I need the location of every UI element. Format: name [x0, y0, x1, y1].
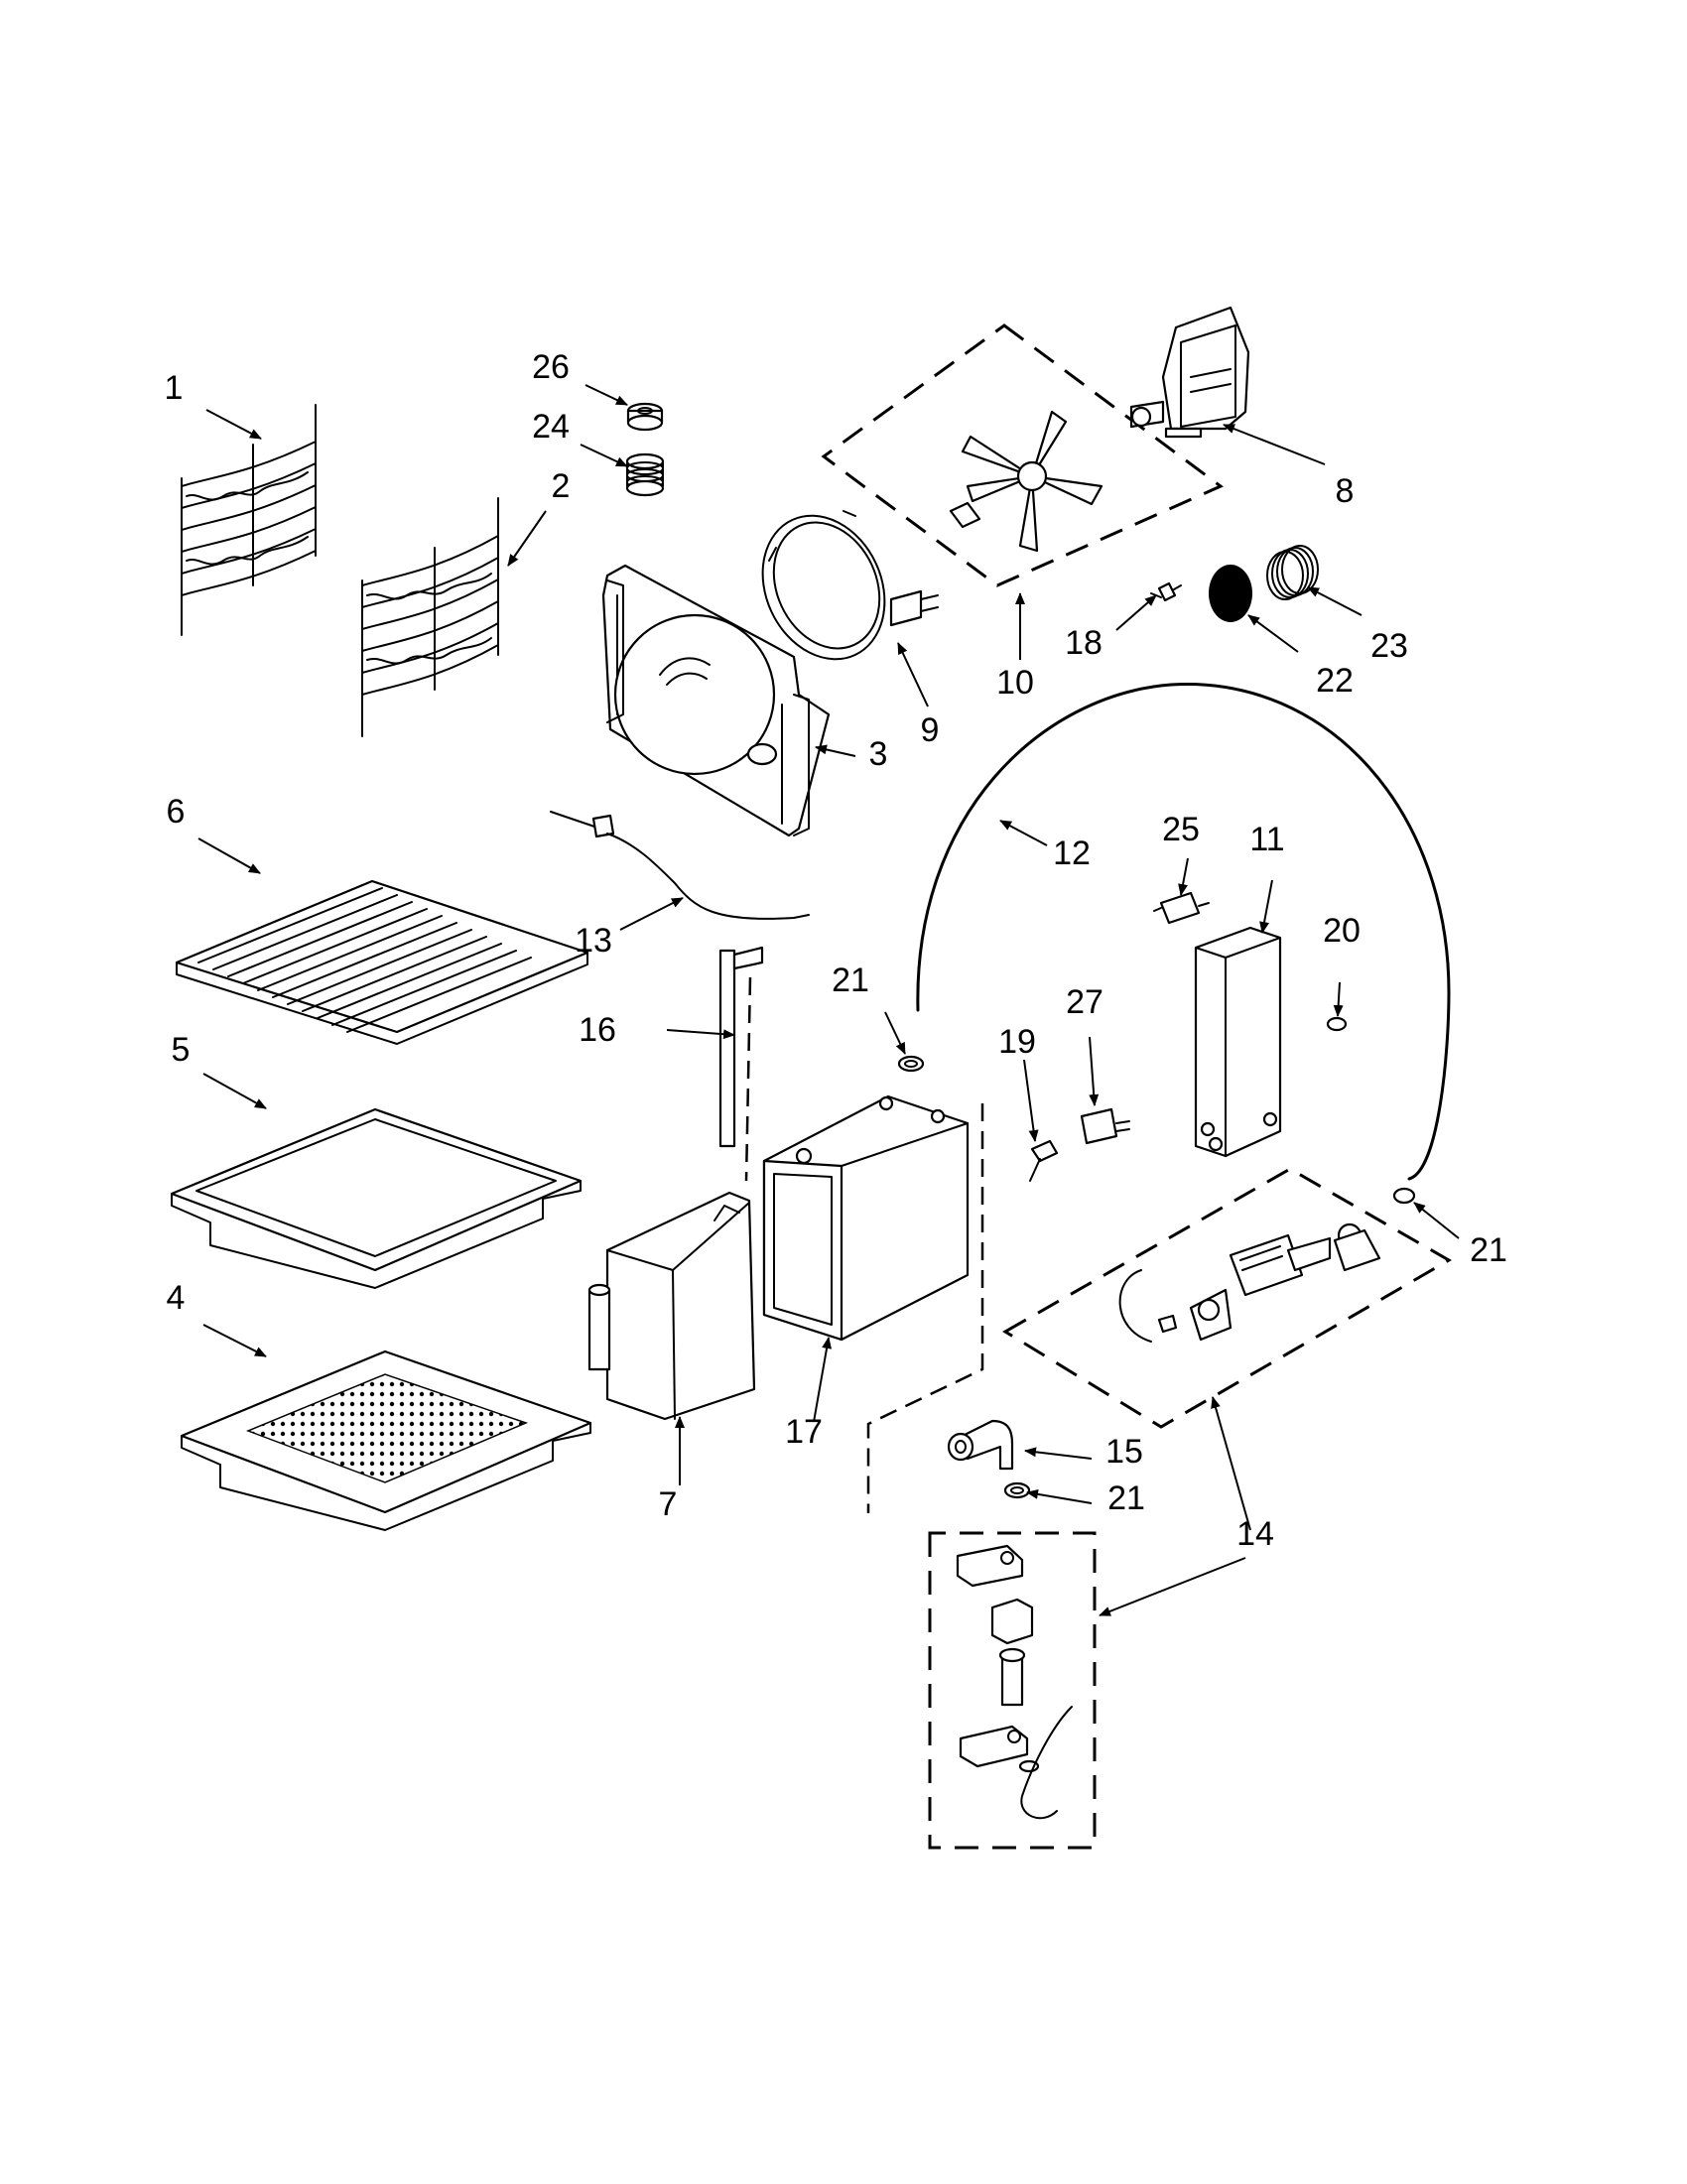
water-tank — [762, 1094, 984, 1513]
rack-slide-left — [181, 404, 317, 636]
thumb-screw — [1029, 1139, 1059, 1182]
grommet — [626, 402, 664, 432]
steam-generator — [1194, 926, 1282, 1158]
fan-cover-panel — [601, 564, 831, 837]
callout-4: 4 — [167, 1279, 186, 1317]
callout-21-right: 21 — [1470, 1231, 1507, 1269]
filter-disc — [1209, 565, 1252, 622]
callout-20: 20 — [1323, 912, 1361, 950]
solenoid-valve-assembly — [1002, 1167, 1453, 1429]
water-reservoir — [587, 1191, 756, 1421]
callout-19: 19 — [998, 1023, 1036, 1061]
callout-16: 16 — [579, 1011, 616, 1049]
callout-27: 27 — [1066, 983, 1103, 1021]
callout-24: 24 — [532, 408, 570, 446]
callout-8: 8 — [1336, 472, 1355, 510]
hose-clamp-right — [1392, 1187, 1416, 1205]
tube — [916, 683, 1451, 1181]
hose-clamp-lower — [1003, 1481, 1031, 1499]
temperature-sensor — [550, 811, 810, 920]
callout-26: 26 — [532, 348, 570, 386]
hose-clamp-top — [897, 1055, 925, 1073]
callout-11: 11 — [1249, 821, 1284, 858]
callout-23: 23 — [1370, 627, 1408, 665]
fan-blade-assembly — [821, 323, 1224, 587]
callout-21-lower: 21 — [1107, 1479, 1145, 1517]
coil-spring — [1266, 545, 1319, 600]
callout-1: 1 — [165, 369, 184, 407]
callout-21-top: 21 — [832, 962, 869, 999]
broiler-pan — [170, 1107, 583, 1289]
spring — [625, 452, 665, 497]
rack-slide-right — [361, 497, 499, 737]
callout-14-upper: 14 — [1236, 1515, 1274, 1553]
callout-10: 10 — [996, 664, 1034, 702]
callout-5: 5 — [172, 1031, 191, 1069]
leader-lines — [197, 384, 1460, 1616]
callout-17: 17 — [785, 1413, 823, 1451]
callout-12: 12 — [1053, 835, 1091, 872]
float-switch — [1080, 1107, 1130, 1145]
fitting — [1153, 891, 1210, 925]
callout-25: 25 — [1162, 811, 1200, 848]
callout-labels: 1 2 3 4 5 6 7 8 9 10 11 12 13 21 14 15 2… — [165, 348, 1507, 1553]
callout-9: 9 — [921, 711, 940, 749]
o-ring — [1326, 1016, 1348, 1032]
callout-13: 13 — [575, 922, 612, 960]
callout-7: 7 — [659, 1485, 678, 1523]
thermostat — [1150, 581, 1182, 602]
oven-rack — [175, 879, 589, 1045]
fan-motor — [1129, 306, 1250, 439]
callout-3: 3 — [869, 735, 888, 773]
float-rod — [718, 946, 764, 1182]
callout-6: 6 — [167, 793, 186, 831]
elbow-fitting — [947, 1419, 1014, 1471]
valve-bracket-kit — [928, 1531, 1097, 1850]
callout-18: 18 — [1065, 624, 1103, 662]
callout-22: 22 — [1316, 662, 1354, 700]
circular-heating-element — [761, 510, 939, 661]
perforated-tray — [180, 1349, 592, 1531]
callout-15: 15 — [1105, 1433, 1143, 1471]
callout-2: 2 — [552, 467, 571, 505]
